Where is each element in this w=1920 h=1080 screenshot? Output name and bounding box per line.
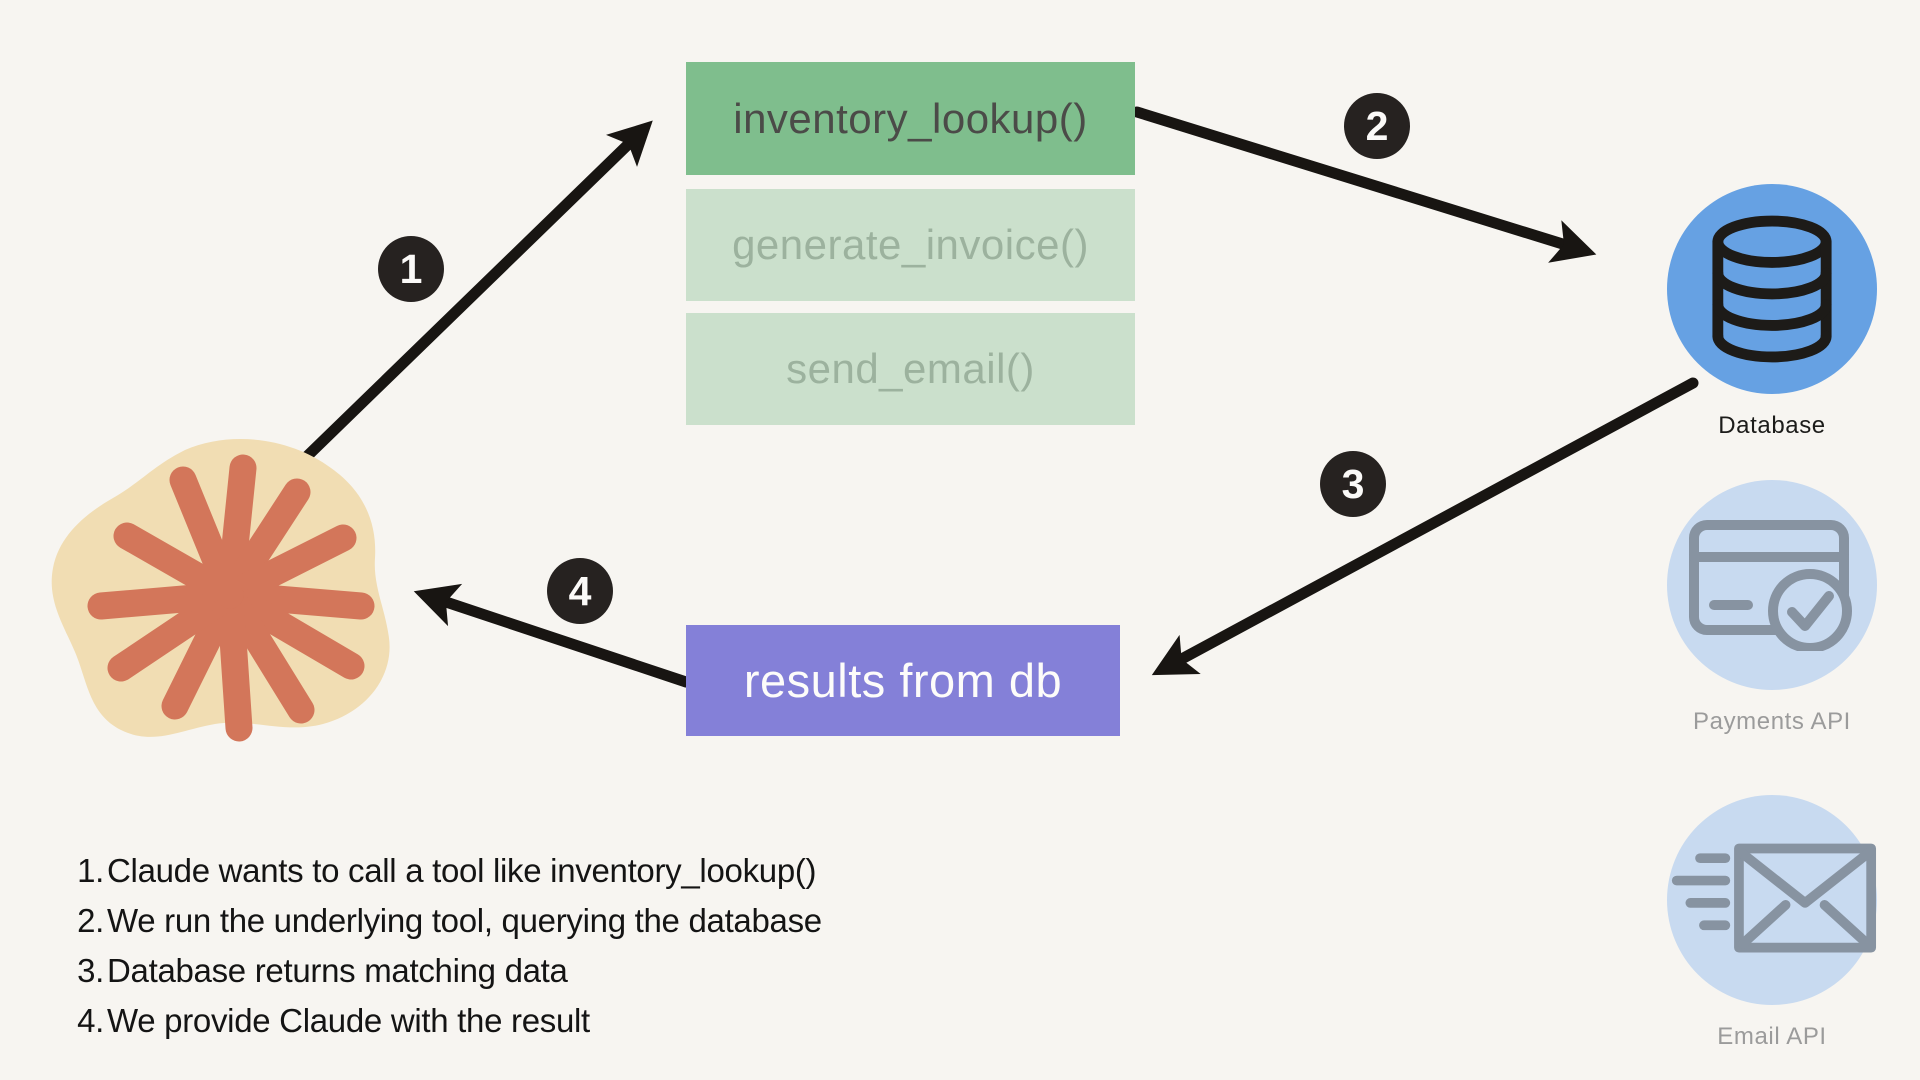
legend-item-3: 3. Database returns matching data bbox=[60, 946, 822, 996]
legend-item-1: 1. Claude wants to call a tool like inve… bbox=[60, 846, 822, 896]
claude-logo bbox=[43, 428, 418, 753]
legend-text: We run the underlying tool, querying the… bbox=[107, 902, 822, 939]
credit-card-check-icon bbox=[1689, 520, 1852, 651]
step-badge-4: 4 bbox=[547, 558, 613, 624]
database-icon bbox=[1712, 215, 1832, 363]
legend-item-2: 2. We run the underlying tool, querying … bbox=[60, 896, 822, 946]
tool-box-send-email: send_email() bbox=[686, 313, 1135, 425]
legend-text: We provide Claude with the result bbox=[107, 1002, 590, 1039]
legend-list: 1. Claude wants to call a tool like inve… bbox=[60, 846, 822, 1046]
claude-starburst bbox=[87, 454, 375, 742]
result-box: results from db bbox=[686, 625, 1120, 736]
service-label-payments: Payments API bbox=[1693, 708, 1851, 735]
legend-number: 2. bbox=[77, 902, 104, 939]
arrow-database-to-result bbox=[1151, 377, 1699, 676]
service-label-email: Email API bbox=[1717, 1023, 1827, 1050]
service-email-api: Email API bbox=[1667, 795, 1877, 1051]
arrow-claude-to-tool bbox=[289, 120, 653, 474]
tool-box-generate-invoice: generate_invoice() bbox=[686, 189, 1135, 301]
legend-text: Claude wants to call a tool like invento… bbox=[107, 852, 817, 889]
email-send-icon bbox=[1671, 843, 1877, 953]
claude-logo-icon bbox=[51, 438, 390, 742]
step-badge-2: 2 bbox=[1344, 93, 1410, 159]
tool-box-inventory-lookup: inventory_lookup() bbox=[686, 62, 1135, 175]
service-database: Database bbox=[1667, 184, 1877, 440]
legend-number: 1. bbox=[77, 852, 104, 889]
database-circle bbox=[1667, 184, 1877, 394]
payments-circle bbox=[1667, 480, 1877, 690]
legend-number: 4. bbox=[77, 1002, 104, 1039]
step-badge-3: 3 bbox=[1320, 451, 1386, 517]
legend-text: Database returns matching data bbox=[107, 952, 568, 989]
email-circle bbox=[1667, 795, 1877, 1005]
legend-number: 3. bbox=[77, 952, 104, 989]
step-badge-1: 1 bbox=[378, 236, 444, 302]
service-payments-api: Payments API bbox=[1667, 480, 1877, 736]
service-label-database: Database bbox=[1718, 412, 1826, 439]
legend-item-4: 4. We provide Claude with the result bbox=[60, 996, 822, 1046]
